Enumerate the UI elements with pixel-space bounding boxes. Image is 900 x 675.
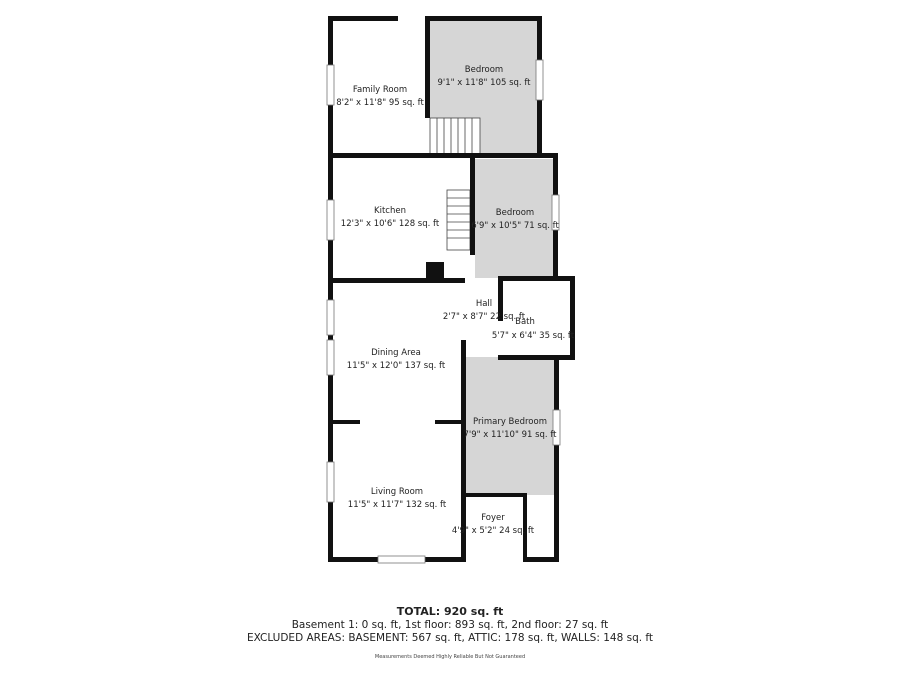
- room-name: Primary Bedroom: [473, 417, 547, 427]
- room-fills: [430, 20, 557, 495]
- total-area: TOTAL: 920 sq. ft: [396, 605, 504, 618]
- room-size: 11'5" x 11'7" 132 sq. ft: [348, 500, 447, 510]
- room-name: Living Room: [371, 487, 423, 497]
- disclaimer: Measurements Deemed Highly Reliable But …: [374, 654, 526, 660]
- room-size: 5'7" x 6'4" 35 sq. ft: [492, 331, 575, 341]
- room-size: 4'9" x 5'2" 24 sq. ft: [452, 526, 535, 536]
- room-name: Dining Area: [371, 348, 421, 358]
- room-size: 8'2" x 11'8" 95 sq. ft: [336, 98, 424, 108]
- windows: [326, 59, 561, 564]
- room-size: 9'1" x 11'8" 105 sq. ft: [438, 78, 532, 88]
- room-name: Foyer: [481, 513, 505, 523]
- stairs: [429, 117, 481, 251]
- room-name: Bedroom: [465, 65, 503, 75]
- room-name: Hall: [476, 299, 492, 309]
- room-labels: Family Room 8'2" x 11'8" 95 sq. ft Bedro…: [336, 65, 575, 536]
- room-name: Kitchen: [374, 206, 406, 216]
- room-size: 6'9" x 10'5" 71 sq. ft: [471, 221, 559, 231]
- room-size: 2'7" x 8'7" 22 sq. ft: [443, 312, 526, 322]
- room-size: 12'3" x 10'6" 128 sq. ft: [341, 219, 440, 229]
- room-size: 11'5" x 12'0" 137 sq. ft: [347, 361, 446, 371]
- floor-breakdown: Basement 1: 0 sq. ft, 1st floor: 893 sq.…: [291, 619, 609, 631]
- room-name: Bath: [515, 317, 535, 327]
- excluded-areas: EXCLUDED AREAS: BASEMENT: 567 sq. ft, AT…: [246, 632, 654, 644]
- room-name: Bedroom: [496, 208, 534, 218]
- room-name: Family Room: [353, 85, 407, 95]
- room-size: 7'9" x 11'10" 91 sq. ft: [464, 430, 558, 440]
